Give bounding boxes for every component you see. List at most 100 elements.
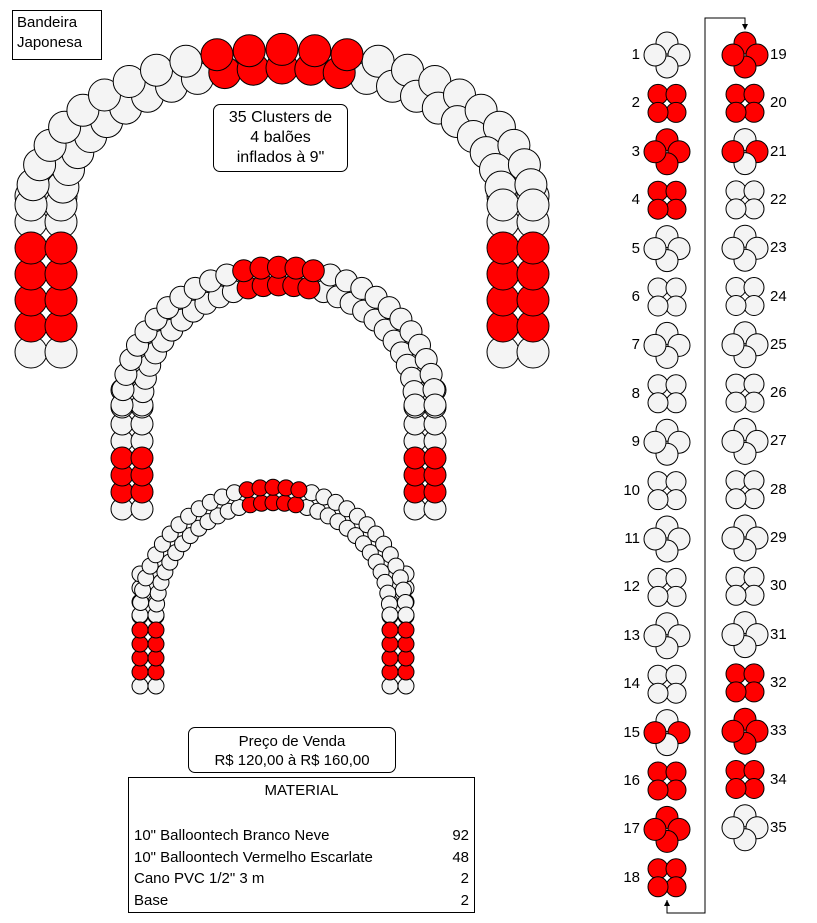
red-balloon [665,101,687,123]
white-balloon [665,295,687,317]
white-balloon [423,393,447,417]
cluster-number: 30 [770,577,787,595]
balloon-cluster-26 [725,373,765,413]
balloon-cluster-13 [643,612,691,660]
red-balloon [643,817,667,841]
balloon-cluster-3 [643,128,691,176]
balloon-cluster-16 [647,761,687,801]
white-balloon [725,391,747,413]
balloon-cluster-10 [647,471,687,511]
title-line-2: Japonesa [17,34,83,51]
red-balloon [743,101,765,123]
white-balloon [743,180,765,202]
white-balloon [647,489,669,511]
red-balloon [643,721,667,745]
material-name: Cano PVC 1/2" 3 m [134,870,265,887]
red-balloon [44,231,78,265]
red-balloon [743,681,765,703]
white-balloon [140,53,173,87]
white-balloon [743,470,765,492]
white-balloon [665,664,687,686]
cluster-number: 16 [623,772,640,789]
cluster-number: 5 [631,239,640,257]
red-balloon [381,621,399,639]
connector-line [666,17,746,914]
cluster-number: 11 [624,530,640,547]
cluster-number: 7 [631,336,640,354]
cluster-number: 14 [623,675,640,693]
red-balloon [665,858,687,880]
material-title: MATERIAL [264,782,339,799]
cluster-sequence [643,31,769,898]
white-balloon [643,333,667,357]
arrow-up-icon [664,900,670,906]
red-balloon [130,446,154,470]
material-qty: 2 [460,891,469,909]
balloon-cluster-25 [721,321,769,369]
white-balloon [743,277,765,298]
white-balloon [725,584,747,606]
cluster-sequence-connector [664,17,748,914]
white-balloon [647,277,669,299]
white-balloon [647,392,669,414]
cluster-number: 22 [770,190,787,208]
red-balloon [298,34,332,68]
white-balloon [743,566,765,588]
white-balloon [403,393,427,417]
title-line-1: Bandeira [17,14,78,31]
red-balloon [725,663,747,685]
balloon-cluster-2 [647,83,687,123]
cluster-number: 10 [623,481,640,499]
white-balloon [665,567,687,589]
white-balloon [743,391,765,413]
cluster-number: 12 [623,578,640,596]
white-balloon [725,198,747,220]
balloon-cluster-34 [725,760,765,799]
white-balloon [643,527,667,551]
white-balloon [647,374,669,396]
red-balloon [665,779,687,801]
balloon-cluster-23 [721,224,769,272]
cluster-number: 15 [623,723,640,741]
balloon-cluster-18 [647,858,687,898]
cluster-number: 20 [770,94,787,112]
balloon-cluster-14 [647,664,687,704]
cluster-number: 27 [770,432,787,450]
red-balloon [200,38,234,72]
red-balloon [287,496,305,514]
red-balloon [110,446,134,470]
cluster-number: 26 [770,384,787,402]
note-line-1-text: Clusters de [251,109,333,126]
red-balloon [14,231,48,265]
cluster-count-note: 35 Clusters de 4 balões inflados à 9" [213,104,348,172]
red-balloon [647,858,669,880]
red-balloon [486,231,520,265]
cluster-number: 32 [770,673,787,691]
balloon-cluster-17 [643,805,691,853]
white-balloon [743,295,765,316]
white-balloon [721,816,745,840]
balloon-cluster-4 [647,180,687,220]
red-balloon [743,83,765,105]
price-box: Preço de Venda R$ 120,00 à R$ 160,00 [188,727,396,773]
white-balloon [721,526,745,550]
red-balloon [516,231,550,265]
red-balloon [743,778,765,799]
white-balloon [643,237,667,261]
price-label: Preço de Venda [238,733,346,750]
white-balloon [725,277,747,298]
balloon-cluster-32 [725,663,765,703]
red-balloon [721,719,745,743]
balloon-cluster-8 [647,374,687,414]
cluster-number: 8 [631,384,640,402]
red-balloon [725,778,747,799]
white-balloon [725,470,747,492]
cluster-number: 28 [770,480,787,498]
medium-arch [110,255,447,521]
material-row: 10" Balloontech Vermelho Escarlate 48 [134,847,469,869]
white-balloon [647,664,669,686]
cluster-count: 35 [228,109,247,126]
material-row: Cano PVC 1/2" 3 m 2 [134,868,469,890]
balloon-cluster-7 [643,321,691,369]
